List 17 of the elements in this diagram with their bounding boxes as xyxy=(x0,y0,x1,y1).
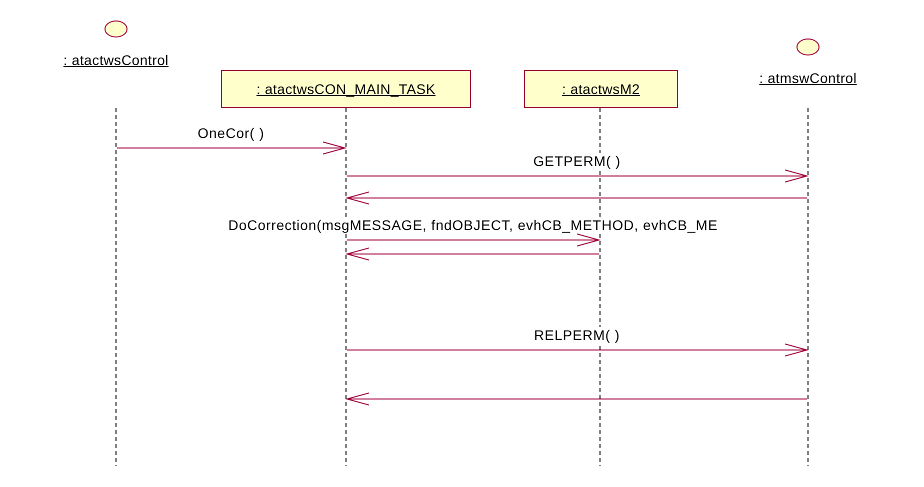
message-arrow xyxy=(346,248,600,260)
message-label: OneCor( ) xyxy=(198,125,264,141)
object-box xyxy=(221,70,471,108)
message-label: RELPERM( ) xyxy=(534,327,620,343)
object-name: : atactwsCON_MAIN_TASK xyxy=(256,81,436,97)
message-label: GETPERM( ) xyxy=(533,153,621,169)
message-arrow xyxy=(346,234,600,246)
object-name: : atactwsM2 xyxy=(562,81,640,97)
message-label: DoCorrection(msgMESSAGE, fndOBJECT, evhCB_METHOD, evhCB_ME xyxy=(228,217,718,233)
message-arrow xyxy=(346,344,808,356)
object-name: : atmswControl xyxy=(759,70,857,86)
message-arrow xyxy=(346,192,808,204)
message-arrow xyxy=(346,392,808,406)
message-arrow xyxy=(346,170,808,182)
object-name: : atactwsControl xyxy=(63,52,169,68)
object-box xyxy=(524,70,678,108)
message-arrow xyxy=(116,142,346,154)
